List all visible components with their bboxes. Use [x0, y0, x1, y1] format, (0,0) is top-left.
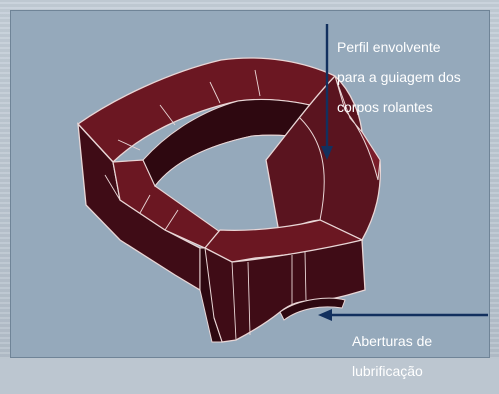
lubrication-label-line-2: lubrificação: [352, 363, 423, 379]
left-foot: [199, 247, 223, 343]
guide-profile-arrow: [321, 24, 333, 160]
lubrication-label: Aberturas de lubrificação: [352, 319, 482, 394]
front-wall-ridges: [231, 251, 307, 341]
guide-profile-label-line-3: corpos rolantes: [337, 99, 433, 115]
lubrication-opening: [279, 297, 346, 321]
roller-cage-segment-illustration: [77, 24, 488, 343]
guide-profile-label-line-2: para a guiagem dos: [337, 69, 461, 85]
right-wall-edge-face: [334, 75, 381, 181]
guide-profile-label-line-1: Perfil envolvente: [337, 39, 441, 55]
guide-profile-label: Perfil envolvente para a guiagem dos cor…: [337, 25, 495, 130]
left-wall-segment-lines: [104, 69, 261, 231]
guide-profile-curve: [299, 117, 325, 221]
cage-segment: [77, 57, 382, 343]
lubrication-arrow: [318, 309, 488, 321]
lubrication-label-line-1: Aberturas de: [352, 333, 433, 349]
diagram-stage: Perfil envolvente para a guiagem dos cor…: [0, 0, 499, 379]
